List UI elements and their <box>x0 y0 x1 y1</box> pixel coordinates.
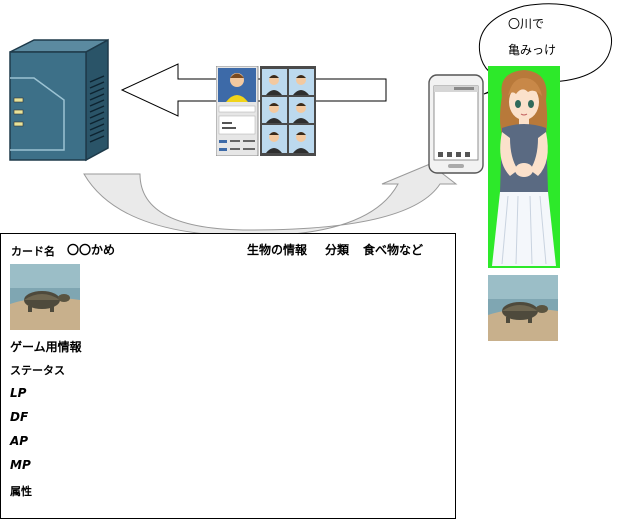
stat-df: DF <box>10 410 29 424</box>
bio-info-label: 生物の情報 <box>247 243 308 257</box>
girl-character-icon <box>488 66 560 268</box>
turtle-photo-icon <box>10 264 80 330</box>
attribute-label: 属性 <box>10 485 32 498</box>
card-name-value: 〇〇かめ <box>67 243 116 257</box>
stat-lp: LP <box>10 386 27 400</box>
process-curve-arrow <box>80 160 460 240</box>
profile-photo-grid-icon <box>216 66 316 156</box>
speech-line-1: 〇川で <box>508 17 545 31</box>
stat-ap: AP <box>10 434 29 448</box>
status-heading: ステータス <box>10 364 65 377</box>
smartphone-icon <box>428 74 484 174</box>
stat-mp: MP <box>10 458 31 472</box>
turtle-photo-right <box>488 275 558 341</box>
speech-line-2: 亀みっけ <box>508 43 557 57</box>
bio-food-label: 食べ物など <box>363 243 424 257</box>
card-name-label: カード名 <box>11 245 55 258</box>
bio-class-label: 分類 <box>325 243 350 257</box>
card-panel: カード名 〇〇かめ 生物の情報 分類 食べ物など ゲーム用情報 ステータス LP… <box>0 233 456 519</box>
game-info-heading: ゲーム用情報 <box>10 340 82 354</box>
server-tower-icon <box>0 38 112 162</box>
